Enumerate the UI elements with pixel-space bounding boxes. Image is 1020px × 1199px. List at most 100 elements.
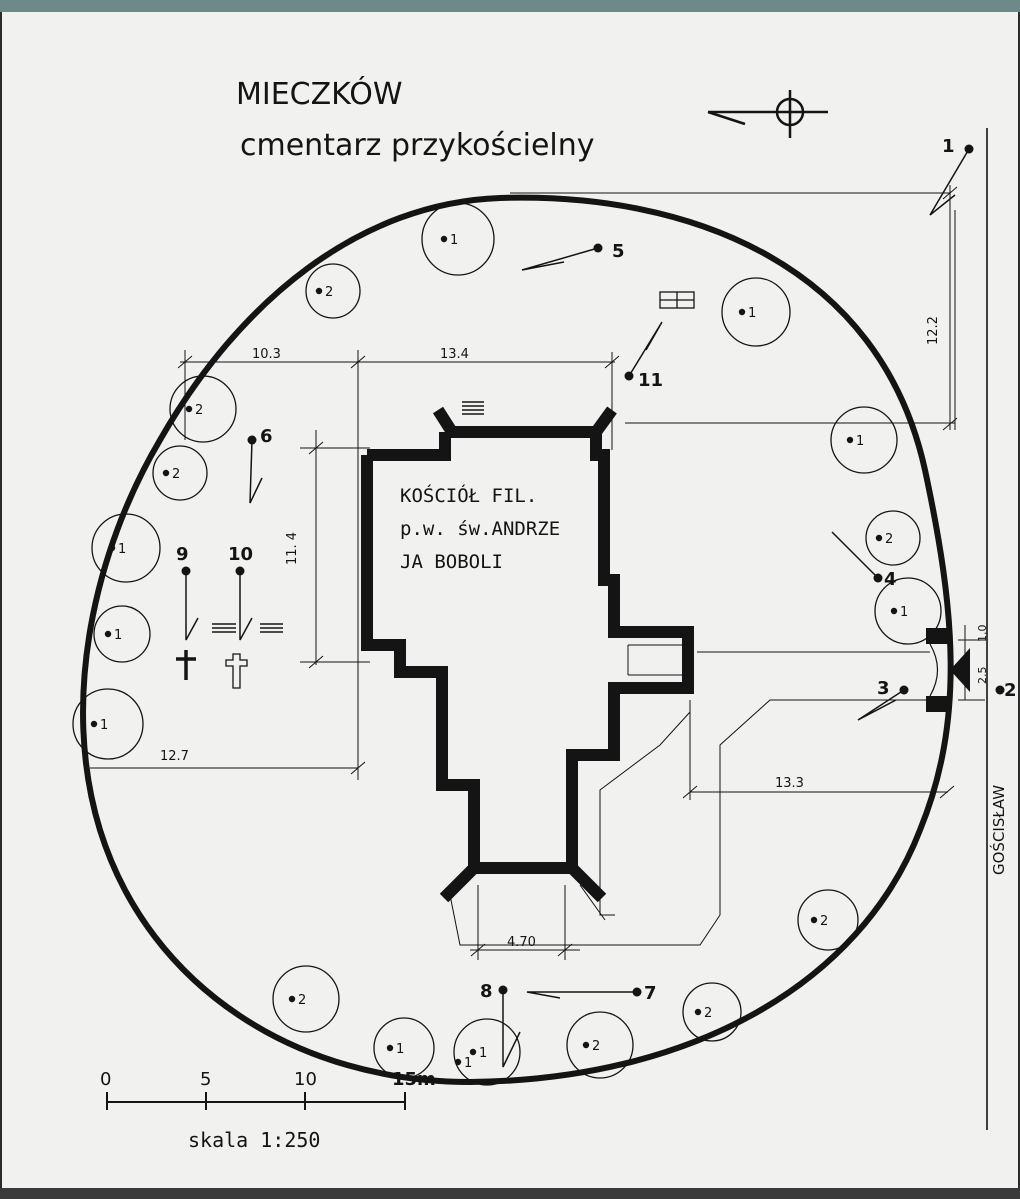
scale-tick-15m: 15m xyxy=(392,1069,436,1090)
tree-crown xyxy=(865,510,921,566)
tree-trunk-dot xyxy=(288,995,296,1003)
survey-point: 9 xyxy=(176,544,199,641)
point-pointer-line xyxy=(857,689,905,721)
church-label-line2: p.w. św.ANDRZE xyxy=(400,518,560,540)
tree-trunk-dot xyxy=(386,1044,394,1052)
outlined-cross-grave-icon xyxy=(225,653,248,689)
dimension-label-10-3: 10.3 xyxy=(252,347,281,362)
gate xyxy=(926,628,970,712)
tree-symbol: 2 xyxy=(797,889,859,951)
point-pointer-line xyxy=(502,990,521,1068)
tree-crown xyxy=(91,513,161,583)
tree-trunk-dot xyxy=(890,607,898,615)
tree-crown xyxy=(421,202,495,276)
north-arrow-icon xyxy=(707,90,828,138)
point-dot xyxy=(899,685,909,695)
point-label: 8 xyxy=(480,981,493,1002)
tree-label: 1 xyxy=(396,1042,404,1057)
tree-trunk-dot xyxy=(846,436,854,444)
tree-crown xyxy=(721,277,791,347)
path-lines xyxy=(449,699,930,946)
point-label: 3 xyxy=(877,678,890,699)
point-dot xyxy=(247,435,257,445)
point-pointer-line xyxy=(239,571,253,641)
survey-point: 8 xyxy=(480,981,521,1068)
tree-label: 2 xyxy=(704,1006,712,1021)
tree-label: 2 xyxy=(592,1039,600,1054)
tree-crown xyxy=(682,982,742,1042)
survey-point: 6 xyxy=(247,426,273,504)
dimension-label-13-4: 13.4 xyxy=(440,347,469,362)
tree-symbol: 1 xyxy=(453,1018,521,1086)
dimension-label-1-0: 1.0 xyxy=(976,625,989,643)
dimension-label-11-4: 11. 4 xyxy=(285,532,300,565)
point-dot xyxy=(995,685,1005,695)
tree-crown xyxy=(72,688,144,760)
point-label: 10 xyxy=(228,544,253,565)
tree-symbol: 1 xyxy=(91,513,161,583)
point-pointer-line xyxy=(628,321,663,377)
point-label: 11 xyxy=(638,370,663,391)
stairs-icon xyxy=(462,401,484,415)
point-dot xyxy=(593,243,603,253)
tree-trunk-dot xyxy=(90,720,98,728)
tree-symbol: 1 xyxy=(421,202,495,276)
plan-subtitle: cmentarz przykościelny xyxy=(240,128,595,163)
tree-symbol: 1 xyxy=(454,1056,472,1071)
tree-label: 1 xyxy=(118,542,126,557)
point-pointer-line xyxy=(249,439,263,504)
scale-tick-10: 10 xyxy=(294,1069,317,1090)
point-dot xyxy=(964,144,974,154)
tree-trunk-dot xyxy=(582,1041,590,1049)
church-building xyxy=(361,406,694,903)
point-label: 7 xyxy=(644,983,657,1004)
tree-label: 2 xyxy=(820,914,828,929)
point-label: 4 xyxy=(884,569,897,590)
tree-symbol: 1 xyxy=(830,406,898,474)
tree-symbol: 1 xyxy=(874,577,942,645)
grave-box-icon xyxy=(659,291,695,309)
tree-crown xyxy=(453,1018,521,1086)
point-pointer-line xyxy=(831,531,879,579)
tree-crown xyxy=(93,605,151,663)
tree-crown xyxy=(169,375,237,443)
scale-bar xyxy=(106,1092,406,1110)
tree-label: 1 xyxy=(479,1046,487,1061)
tree-symbol: 2 xyxy=(305,263,361,319)
tree-label: 1 xyxy=(100,718,108,733)
tree-trunk-dot xyxy=(694,1008,702,1016)
tree-crown xyxy=(152,445,208,501)
point-dot xyxy=(873,573,883,583)
tree-trunk-dot xyxy=(469,1048,477,1056)
tree-label: 1 xyxy=(464,1056,472,1071)
tree-label: 2 xyxy=(172,467,180,482)
tree-symbol: 2 xyxy=(566,1011,634,1079)
tree-crown xyxy=(305,263,361,319)
tree-symbol: 2 xyxy=(272,965,340,1033)
tree-crown xyxy=(373,1017,435,1079)
tree-trunk-dot xyxy=(810,916,818,924)
point-dot xyxy=(181,566,191,576)
tree-symbol: 2 xyxy=(169,375,237,443)
survey-point: 5 xyxy=(521,241,625,271)
tree-crown xyxy=(566,1011,634,1079)
tree-label: 1 xyxy=(748,306,756,321)
tree-label: 1 xyxy=(114,628,122,643)
cemetery-wall xyxy=(80,194,954,1086)
tree-trunk-dot xyxy=(875,534,883,542)
scale-label: skala 1:250 xyxy=(188,1128,320,1152)
survey-point: 11 xyxy=(624,321,663,391)
street-label: GOŚCISŁAW xyxy=(989,785,1008,875)
tree-label: 2 xyxy=(195,403,203,418)
tree-label: 1 xyxy=(900,605,908,620)
dimension-label-4-70: 4.70 xyxy=(507,935,536,950)
tree-trunk-dot xyxy=(440,235,448,243)
tree-trunk-dot xyxy=(454,1058,462,1066)
tree-trunk-dot xyxy=(104,630,112,638)
tree-crown xyxy=(797,889,859,951)
point-pointer-line xyxy=(526,991,637,999)
tree-label: 1 xyxy=(450,233,458,248)
